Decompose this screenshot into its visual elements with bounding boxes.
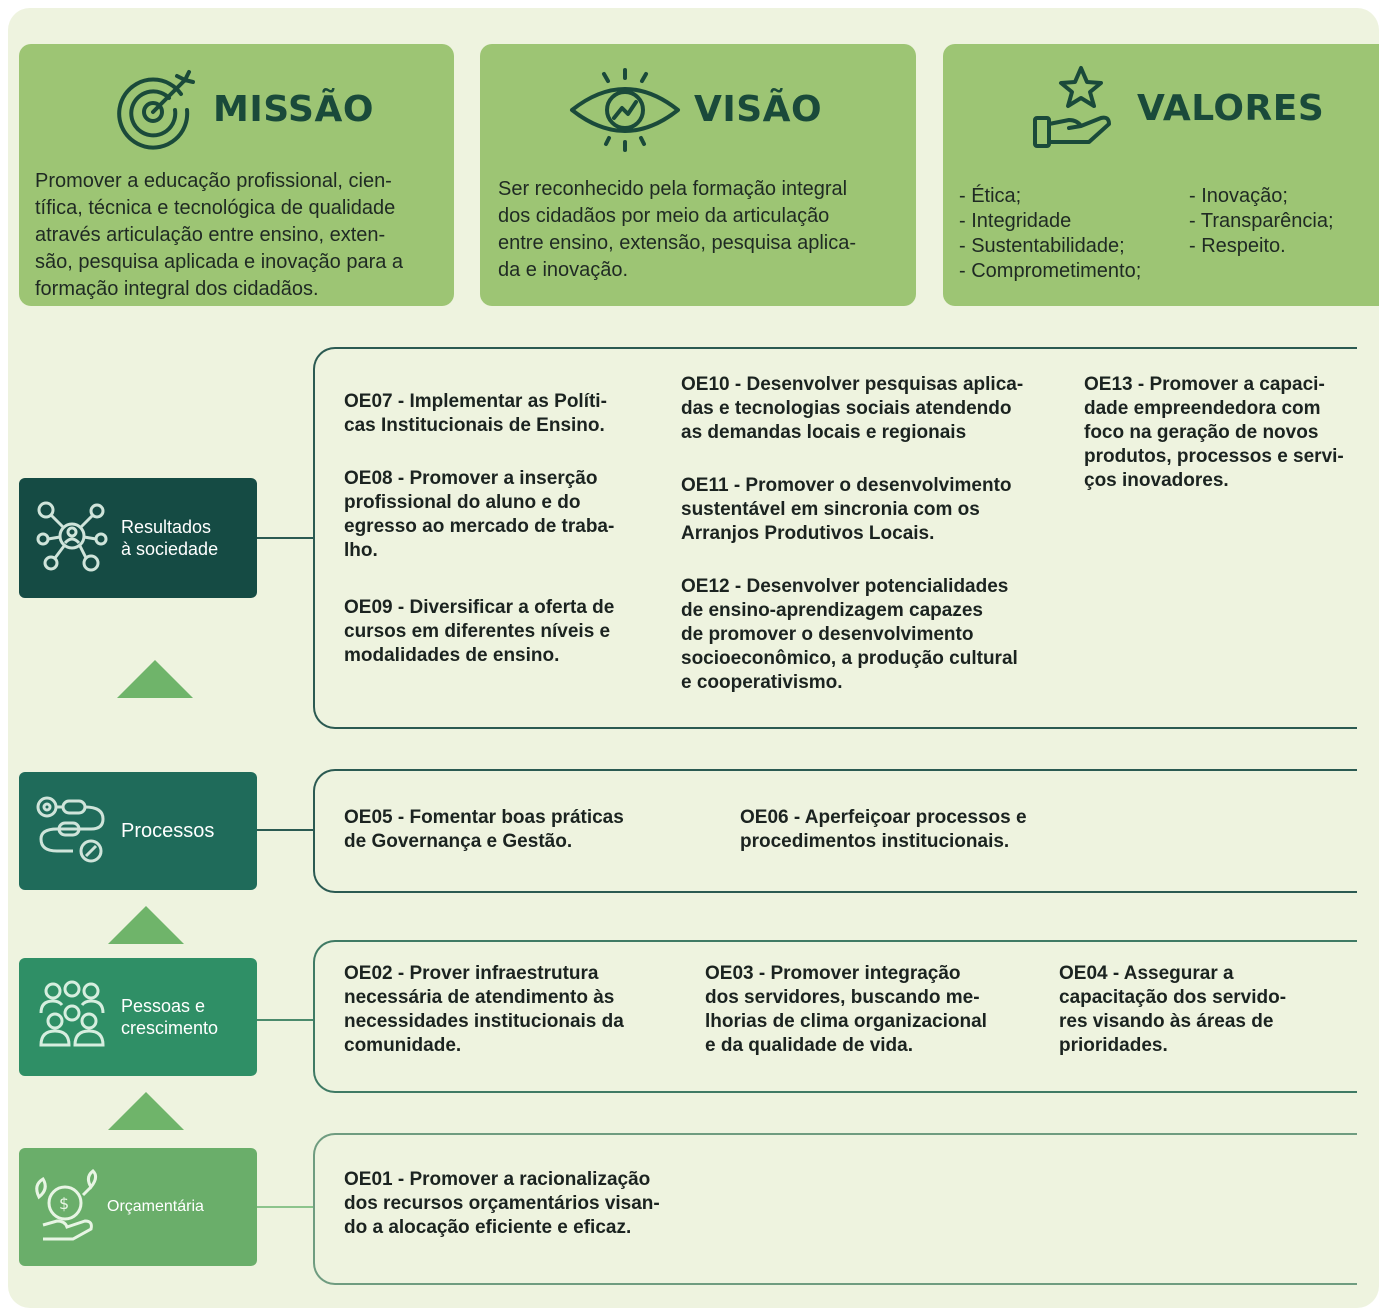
eye-growth-icon — [570, 68, 680, 152]
valores-card: VALORES - Ética; - Integridade - Sustent… — [943, 44, 1379, 306]
hand-star-icon — [1033, 66, 1111, 148]
perspective-orcamentaria-label: Orçamentária — [107, 1198, 204, 1215]
missao-title: MISSÃO — [213, 88, 374, 130]
perspective-pessoas: Pessoas e crescimento — [19, 958, 257, 1076]
triangle-arrow — [117, 660, 193, 698]
perspective-orcamentaria: $ Orçamentária — [19, 1148, 257, 1266]
valores-list-left: - Ética; - Integridade - Sustentabilidad… — [959, 185, 1142, 282]
objective-oe07: OE07 - Implementar as Políti-cas Institu… — [344, 391, 607, 436]
visao-text: Ser reconhecido pela formação integral d… — [498, 178, 857, 281]
perspective-resultados-label: Resultados à sociedade — [121, 517, 219, 559]
visao-title: VISÃO — [694, 88, 823, 130]
objective-oe13: OE13 - Promover a capaci-dade empreended… — [1084, 374, 1344, 491]
valores-title: VALORES — [1137, 87, 1325, 129]
connector-processos — [257, 829, 314, 831]
process-flow-icon — [33, 793, 111, 870]
missao-text: Promover a educação profissional, cien- … — [35, 170, 404, 300]
perspective-resultados: Resultados à sociedade — [19, 478, 257, 598]
perspective-pessoas-label: Pessoas e crescimento — [121, 996, 219, 1038]
target-arrow-icon — [117, 70, 195, 150]
objectives-pessoas — [313, 940, 1357, 1093]
perspective-processos-label: Processos — [121, 820, 215, 842]
people-group-icon — [33, 979, 111, 1056]
connector-pessoas — [257, 1019, 314, 1021]
objectives-processos — [313, 769, 1357, 893]
network-people-icon — [33, 497, 111, 580]
svg-text:$: $ — [59, 1194, 69, 1213]
connector-orcamentaria — [257, 1206, 314, 1208]
missao-card: MISSÃO Promover a educação profissional,… — [19, 44, 454, 306]
perspective-processos: Processos — [19, 772, 257, 890]
money-plant-icon: $ — [31, 1167, 101, 1248]
triangle-arrow — [108, 1092, 184, 1130]
objective-oe10: OE10 - Desenvolver pesquisas aplica-das … — [681, 374, 1024, 443]
visao-card: VISÃO Ser reconhecido pela formação inte… — [480, 44, 916, 306]
valores-list-right: - Inovação; - Transparência; - Respeito. — [1189, 185, 1334, 257]
connector-resultados — [257, 537, 314, 539]
objectives-resultados — [313, 347, 1357, 729]
triangle-arrow — [108, 906, 184, 944]
objectives-orcamentaria — [313, 1133, 1357, 1285]
